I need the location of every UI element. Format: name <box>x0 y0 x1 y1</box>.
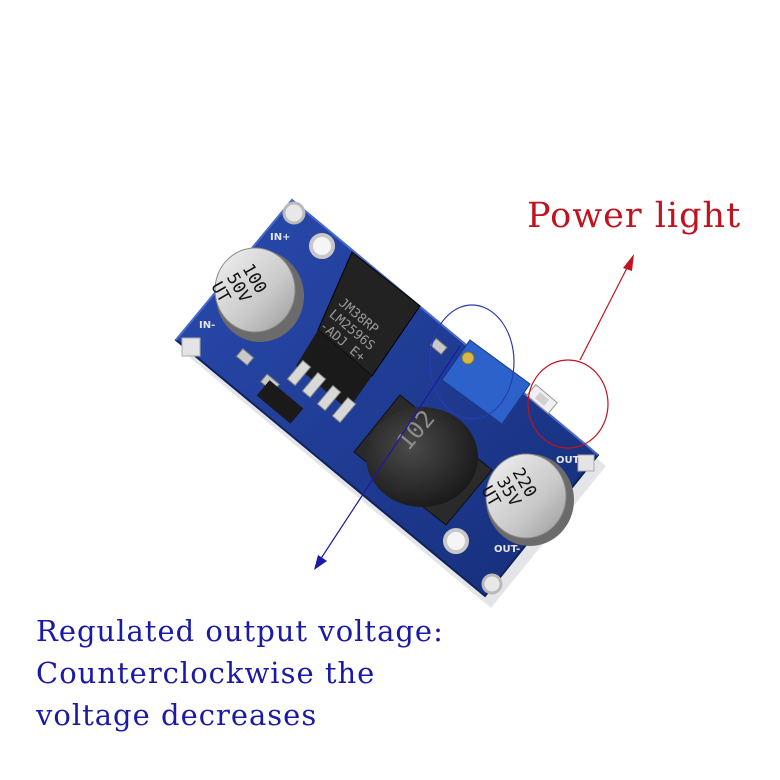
trim-potentiometer <box>441 339 531 425</box>
regulated-voltage-line-3: voltage decreases <box>36 698 318 732</box>
output-capacitor: 220 35V UT <box>476 453 574 546</box>
power-light-highlight-circle <box>527 359 609 449</box>
in-plus-label: IN+ <box>270 232 290 243</box>
regulator-chip: JM38RP LM2596S -ADJ E+ <box>286 251 421 424</box>
out-plus-label: OUT+ <box>556 455 588 466</box>
diode <box>256 380 304 424</box>
power-led <box>526 383 558 415</box>
input-capacitor: 100 50V UT <box>206 247 304 342</box>
silkscreen-labels: IN+ IN- OUT+ OUT- <box>199 232 588 555</box>
power-light-caption: Power light <box>527 196 742 236</box>
arrow-red-icon <box>579 254 634 361</box>
inductor: 102 <box>353 394 493 526</box>
out-minus-label: OUT- <box>494 544 520 555</box>
in-minus-label: IN- <box>199 320 215 331</box>
arrow-blue-icon <box>314 345 461 570</box>
regulated-voltage-caption: Regulated output voltage: Counterclockwi… <box>36 610 444 736</box>
regulated-voltage-line-1: Regulated output voltage: <box>36 614 444 648</box>
regulated-voltage-line-2: Counterclockwise the <box>36 656 376 690</box>
mounting-holes <box>181 201 595 595</box>
potentiometer-highlight-circle <box>429 304 515 420</box>
